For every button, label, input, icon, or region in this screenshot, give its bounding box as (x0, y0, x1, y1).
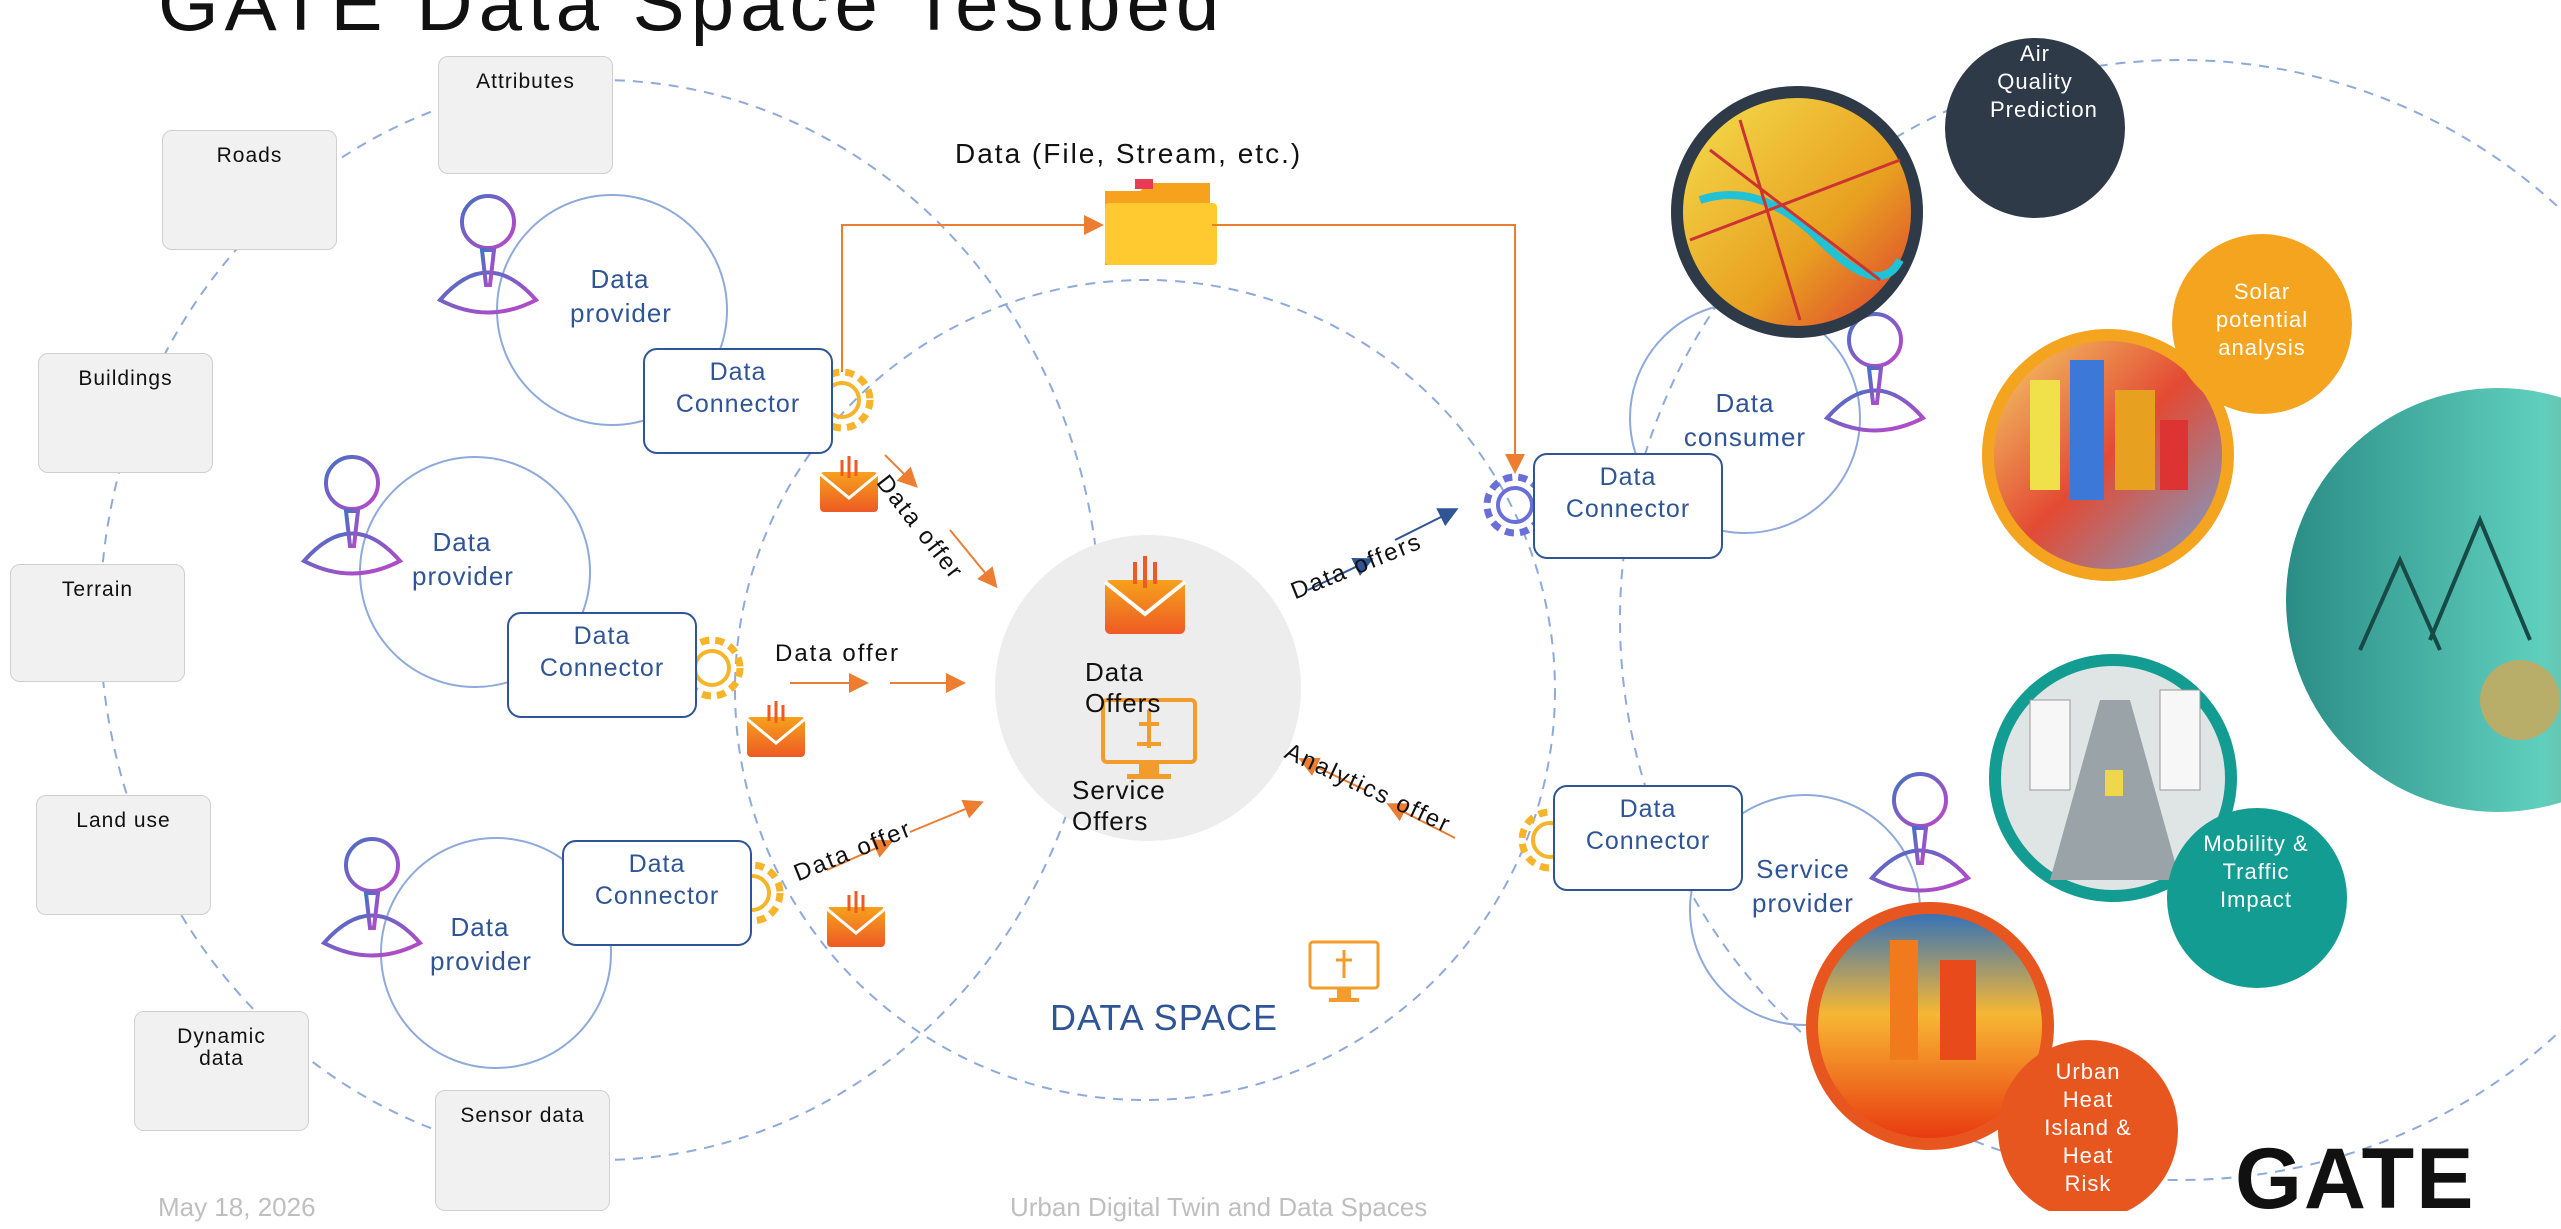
land-use-label: Land use (76, 809, 171, 832)
service-provider-label: Service provider (1752, 854, 1854, 918)
arrow-offers-a (1307, 557, 1374, 591)
solar-label: Solar potential analysis (2215, 279, 2309, 360)
data-space-ring (734, 279, 1556, 1101)
arrow-offer-1b (949, 529, 998, 589)
page-title: GATE Data Space Testbed (158, 0, 1226, 47)
connector-1[interactable]: Data Connector (643, 348, 833, 454)
person-icon-service-provider (1868, 772, 1972, 893)
connector-2[interactable]: Data Connector (507, 612, 697, 718)
buildings-card[interactable]: Buildings (38, 353, 213, 473)
mobility-label: Mobility & Traffic Impact (2203, 831, 2309, 912)
monitor-icon-small (1308, 940, 1380, 1002)
monitor-icon-center (1101, 698, 1197, 779)
center-data-offers: Data Offers (1085, 657, 1162, 718)
arrow-analytics-b (1298, 757, 1366, 791)
arrow-offer-3b (909, 799, 984, 833)
roads-label: Roads (216, 144, 283, 167)
envelope-icon-2 (746, 701, 806, 757)
person-icon-consumer (1823, 312, 1927, 433)
roads-card[interactable]: Roads (162, 130, 337, 250)
provider-label-2: Data provider (412, 527, 514, 591)
person-icon-3 (320, 837, 424, 958)
gate-logo: GATE (2235, 1131, 2476, 1227)
file-line-left (841, 215, 1104, 372)
provider-label-1: Data provider (570, 264, 672, 328)
heat-badge (1998, 1040, 2178, 1211)
file-line-right (1212, 224, 1525, 474)
air-quality-map-image (1671, 86, 1923, 338)
terrain-label: Terrain (61, 578, 134, 601)
land-use-card[interactable]: Land use (36, 795, 211, 915)
air-quality-label: Air Quality Prediction (1990, 41, 2098, 122)
heat-label: Urban Heat Island & Heat Risk (2044, 1059, 2132, 1196)
data-offer-label-2: Data offer (775, 640, 900, 667)
provider-ring-1 (496, 194, 728, 426)
arrow-analytics-a (1386, 803, 1456, 839)
consumer-label: Data consumer (1683, 388, 1807, 452)
solar-city-image (1982, 329, 2234, 581)
attributes-label: Attributes (476, 70, 575, 93)
provider-ring-3 (380, 837, 612, 1069)
arrow-offer-1a (884, 454, 918, 488)
provider-label-3: Data provider (430, 912, 532, 976)
attributes-card[interactable]: Attributes (438, 56, 613, 174)
center-service-offers: Service Offers (1072, 775, 1166, 836)
dynamic-data-label: Dynamic data (177, 1025, 266, 1070)
data-space-label: DATA SPACE (1050, 997, 1279, 1038)
dynamic-data-card[interactable]: Dynamic data (134, 1011, 309, 1131)
envelope-icon-center (1103, 556, 1187, 634)
terrain-card[interactable]: Terrain (10, 564, 185, 682)
sensor-data-card[interactable]: Sensor data (435, 1090, 610, 1211)
person-icon-1 (436, 194, 540, 315)
sensor-data-label: Sensor data (460, 1104, 585, 1127)
envelope-icon-3 (826, 891, 886, 947)
footer-title: Urban Digital Twin and Data Spaces (1010, 1192, 1428, 1222)
air-quality-badge (1945, 38, 2125, 218)
connector-service[interactable]: Data Connector (1553, 785, 1743, 891)
heat-map-image (1806, 902, 2054, 1150)
city-panorama-image (2286, 388, 2561, 812)
buildings-label: Buildings (78, 367, 173, 390)
footer-date: May 18, 2026 (158, 1192, 316, 1222)
center-disc (995, 535, 1301, 841)
file-stream-label: Data (File, Stream, etc.) (955, 138, 1303, 169)
folder-icon (1105, 179, 1217, 265)
connector-3[interactable]: Data Connector (562, 840, 752, 946)
envelope-icon-1 (819, 456, 879, 512)
connector-consumer[interactable]: Data Connector (1533, 453, 1723, 559)
solar-badge (2172, 234, 2352, 414)
person-icon-2 (300, 455, 404, 576)
street-scene-image (1989, 654, 2237, 902)
mobility-badge (2167, 808, 2347, 988)
arrow-offer-3a (826, 839, 894, 871)
arrow-offers-b (1394, 508, 1459, 541)
